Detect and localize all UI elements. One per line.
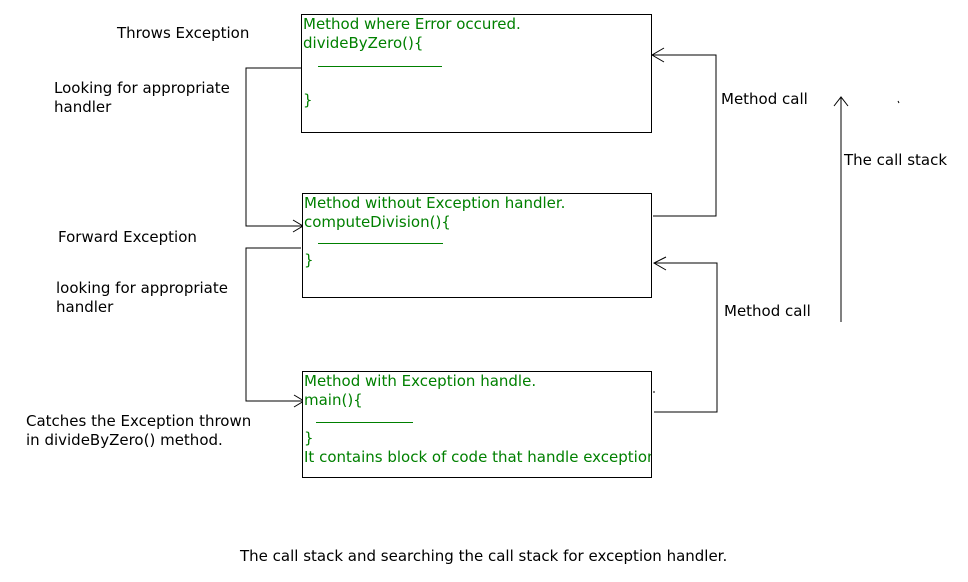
throws-exception-label: Throws Exception [117, 24, 250, 42]
code-placeholder-line [318, 243, 443, 244]
forward-exception-label: Forward Exception [58, 228, 197, 246]
exception-handler-note: It contains block of code that handle ex… [304, 448, 652, 466]
method-signature: main(){ [304, 391, 363, 409]
call-stack-label: The call stack [844, 151, 948, 169]
method-box-title: Method with Exception handle. [304, 372, 537, 390]
looking-for-handler-label: Looking for appropriate handler [54, 79, 230, 116]
call-stack-arrowhead [833, 96, 849, 107]
catches-exception-label: Catches the Exception thrown in divideBy… [26, 412, 252, 449]
method-box-compute-division: Method without Exception handler. comput… [302, 193, 652, 298]
call-path-bottom-to-middle [654, 262, 718, 413]
method-closing-brace: } [303, 91, 313, 109]
method-call-label-bottom: Method call [724, 302, 811, 320]
method-signature: divideByZero(){ [303, 34, 424, 52]
arrowhead-to-top-box [651, 47, 665, 63]
stray-mark [897, 100, 900, 104]
code-placeholder-line [316, 422, 413, 423]
method-call-label-top: Method call [721, 90, 808, 108]
search-path-top-to-middle [245, 67, 303, 227]
looking-for-handler-label-2: looking for appropriate handler [56, 279, 228, 316]
arrowhead-to-middle-box-right [652, 256, 667, 271]
call-path-middle-to-top [652, 54, 717, 217]
method-box-title: Method without Exception handler. [304, 194, 566, 212]
method-box-main: Method with Exception handle. main(){ } … [302, 371, 652, 478]
method-closing-brace: } [304, 429, 314, 447]
method-signature: computeDivision(){ [304, 213, 451, 231]
method-closing-brace: } [304, 251, 314, 269]
method-box-title: Method where Error occured. [303, 15, 521, 33]
diagram-caption: The call stack and searching the call st… [240, 547, 728, 565]
method-box-divide-by-zero: Method where Error occured. divideByZero… [301, 14, 652, 133]
code-placeholder-line [318, 66, 442, 67]
search-path-middle-to-bottom [245, 247, 304, 402]
